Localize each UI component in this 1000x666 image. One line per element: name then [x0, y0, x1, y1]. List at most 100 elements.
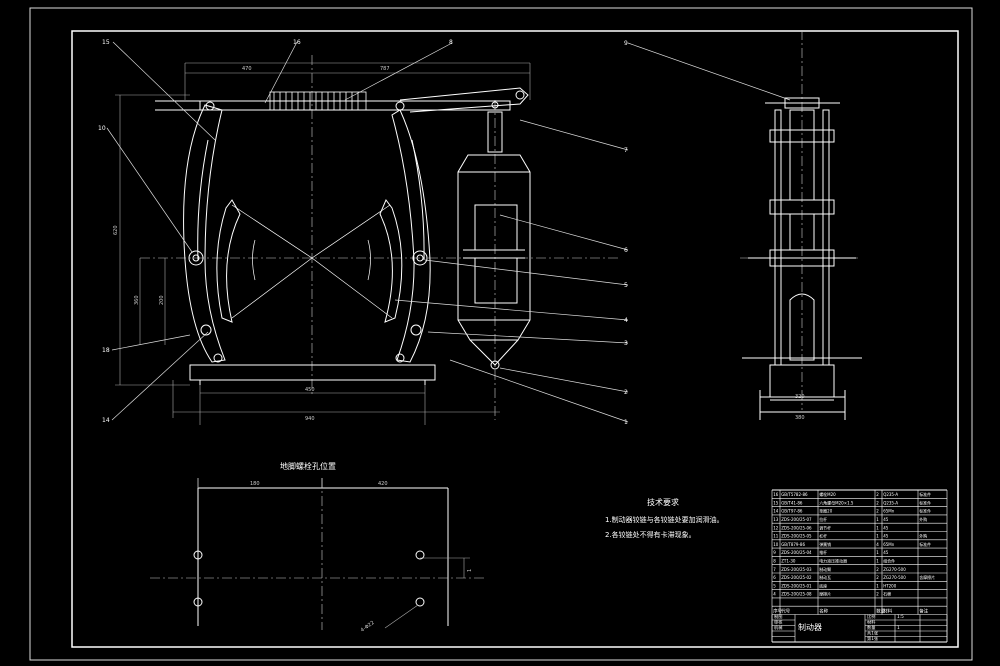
bom-cell: 2	[876, 592, 879, 597]
dim-h-low: 200	[159, 295, 165, 305]
callout-4: 4	[624, 317, 628, 324]
bom-header-cell: 材料	[883, 607, 892, 614]
bom-cell: ZDS-200/25-06	[781, 525, 812, 530]
bom-cell: 1	[876, 559, 879, 564]
bom-cell: 2	[876, 500, 879, 505]
bom-cell: GB/T879-86	[781, 542, 805, 547]
bom-cell: 6	[773, 575, 776, 580]
bom-cell: 含摩擦片	[919, 574, 935, 580]
bom-cell: GB/T97-86	[781, 509, 803, 514]
bom-cell: 制动臂	[819, 566, 831, 572]
bom-cell: 石棉	[883, 591, 891, 597]
title-block-cell: 第1张	[867, 635, 879, 642]
bom-cell: 45	[883, 550, 889, 555]
bom-cell: 2	[876, 509, 879, 514]
bom-cell: 外购	[919, 533, 927, 539]
hole-view	[150, 478, 485, 630]
bom-cell: 16	[773, 492, 779, 497]
dim-bottom: 450	[305, 387, 315, 393]
bom-cell: GB/T41-86	[781, 500, 803, 505]
bom-cell: 底座	[819, 582, 827, 588]
bom-cell: 10	[773, 542, 779, 547]
bom-cell: ZDS-200/25-08	[781, 592, 812, 597]
bom-cell: 标准件	[919, 508, 931, 514]
bom-cell: ZG270-500	[883, 567, 906, 572]
bom-cell: 1	[876, 517, 879, 522]
bom-cell: ZDS-200/25-04	[781, 550, 812, 555]
callout-2: 2	[624, 389, 628, 396]
title-block-cell: 比例	[867, 613, 875, 620]
inner-frame	[71, 30, 959, 648]
side-view	[740, 30, 862, 420]
bom-cell: 2	[876, 575, 879, 580]
bom-cell: 5	[773, 583, 776, 588]
bom-cell: 65Mn	[883, 509, 895, 514]
bom-cell: 13	[773, 517, 779, 522]
title-block-cell: 数量	[867, 624, 875, 631]
bom-cell: 15	[773, 500, 779, 505]
dim-top-right: 787	[380, 66, 390, 72]
dim-hole-diag: 4-Φ22	[360, 620, 376, 634]
bom-cell: 六角螺母M20×1.5	[819, 499, 854, 505]
callout-8: 8	[449, 39, 453, 46]
dim-bottom-right: 940	[305, 416, 315, 422]
title-block-name: 制动器	[798, 622, 822, 632]
bom-cell: 1	[876, 583, 879, 588]
bom-cell: 7	[773, 567, 776, 572]
bom-cell: 2	[876, 567, 879, 572]
bom-cell: 9	[773, 550, 776, 555]
title-block-cell: 审核	[774, 619, 783, 626]
bom-header-cell: 名称	[819, 607, 828, 614]
callout-14: 14	[102, 417, 110, 424]
bom-cell: 调节杆	[819, 524, 831, 530]
callout-3: 3	[624, 340, 628, 347]
dim-height: 620	[113, 225, 119, 235]
bom-header-cell: 数量	[876, 607, 885, 614]
callout-16: 16	[293, 39, 301, 46]
tech-item-2: 2.各铰链处不得有卡滞现象。	[605, 530, 696, 539]
bom-header-cell: 备注	[919, 607, 928, 614]
bom-cell: ZT1-30	[781, 559, 796, 564]
bom-cell: 2	[876, 492, 879, 497]
bom-cell: 45	[883, 534, 889, 539]
bom-header-cell: 序号	[773, 607, 782, 614]
bom-cell: 垫圈20	[819, 508, 833, 514]
leader-lines	[106, 41, 791, 423]
bom-cell: ZDS-200/25-05	[781, 534, 812, 539]
title-block-cell: 机械	[774, 624, 783, 631]
tech-item-1: 1.制动器铰链与各铰链处要加润滑油。	[605, 515, 724, 524]
bom-cell: 8	[773, 559, 776, 564]
bom-cell: 标准件	[919, 499, 931, 505]
title-block-cell: 制图	[774, 613, 782, 620]
dim-hole-right: 420	[378, 481, 388, 487]
dim-hole-h: 1	[467, 569, 473, 572]
bom-cell: 螺栓M20	[819, 491, 836, 497]
bom-cell: 45	[883, 517, 889, 522]
bom-cell: 12	[773, 525, 779, 530]
bom-cell: 拉杆	[819, 516, 827, 522]
bom-cell: ZDS-200/25-07	[781, 517, 812, 522]
bom-cell: 标准件	[919, 491, 931, 497]
bom-cell: ZDS-200/25-03	[781, 567, 812, 572]
bom-cell: 组合件	[883, 558, 895, 564]
bom-cell: 1	[876, 525, 879, 530]
bom-cell: ZDS-200/25-02	[781, 575, 812, 580]
callout-6: 6	[624, 247, 628, 254]
bom-cell: 推杆	[819, 549, 827, 555]
callout-9: 9	[624, 40, 628, 47]
bom-cell: 14	[773, 509, 779, 514]
bom-cell: HT200	[883, 583, 897, 588]
dimension-labels: 470 787 450 940 320 380 620 360 200 180 …	[113, 66, 805, 634]
title-block-cell: 共1张	[867, 630, 879, 637]
callout-10: 10	[98, 125, 106, 132]
bom-header-cell: 代号	[781, 607, 790, 614]
dim-side-total: 380	[795, 415, 805, 421]
callout-labels: 15 10 18 14 16 8 9 7 6 5 4 3 2 1	[98, 39, 628, 426]
hole-section-title: 地脚螺栓孔位置	[280, 461, 336, 471]
bom-cell: 杠杆	[819, 533, 827, 539]
bom-cell: 制动瓦	[819, 574, 831, 580]
callout-1: 1	[624, 419, 628, 426]
dim-side-bottom: 320	[795, 394, 805, 400]
